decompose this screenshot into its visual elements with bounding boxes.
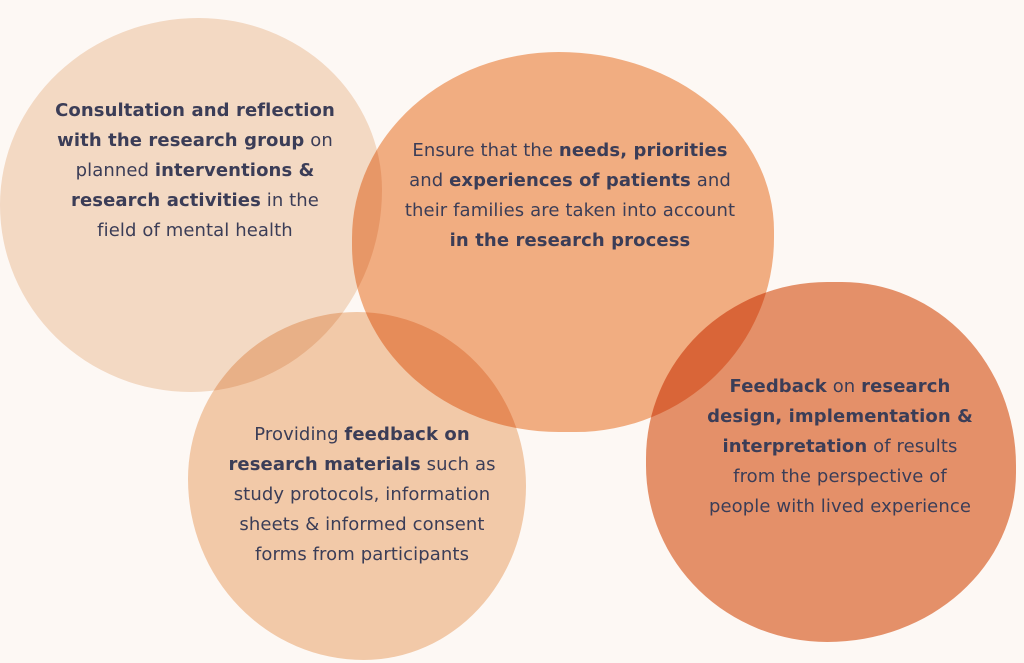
text-segment: such as study protocols, information she… <box>233 454 496 565</box>
circle-materials-feedback <box>188 312 526 660</box>
text-segment: feedback on research materials <box>228 424 470 475</box>
text-segment: interventions & research activities <box>71 160 315 211</box>
text-segment: on <box>826 376 862 397</box>
text-segment: experiences of patients <box>449 170 691 191</box>
consultation-text: Consultation and reflection with the res… <box>50 96 340 246</box>
text-segment: Ensure that the <box>412 140 559 161</box>
design-feedback-text: Feedback on research design, implementat… <box>700 372 980 522</box>
text-segment: in the field of mental health <box>97 190 319 241</box>
text-segment: Consultation and reflection with the res… <box>55 100 335 151</box>
circle-design-feedback <box>646 282 1016 642</box>
text-segment: Feedback <box>729 376 827 397</box>
text-segment: needs, priorities <box>558 140 728 161</box>
text-segment: and <box>409 170 450 191</box>
text-segment: and their families are taken into accoun… <box>404 170 736 221</box>
patient-needs-text: Ensure that the needs, priorities and ex… <box>402 136 738 256</box>
text-segment: of results from the perspective of peopl… <box>708 436 972 517</box>
text-segment: in the research process <box>449 230 691 251</box>
materials-feedback-text: Providing feedback on research materials… <box>212 420 512 570</box>
text-segment: on planned <box>75 130 333 181</box>
text-segment: Providing <box>254 424 345 445</box>
text-segment: research design, implementation & interp… <box>707 376 973 457</box>
